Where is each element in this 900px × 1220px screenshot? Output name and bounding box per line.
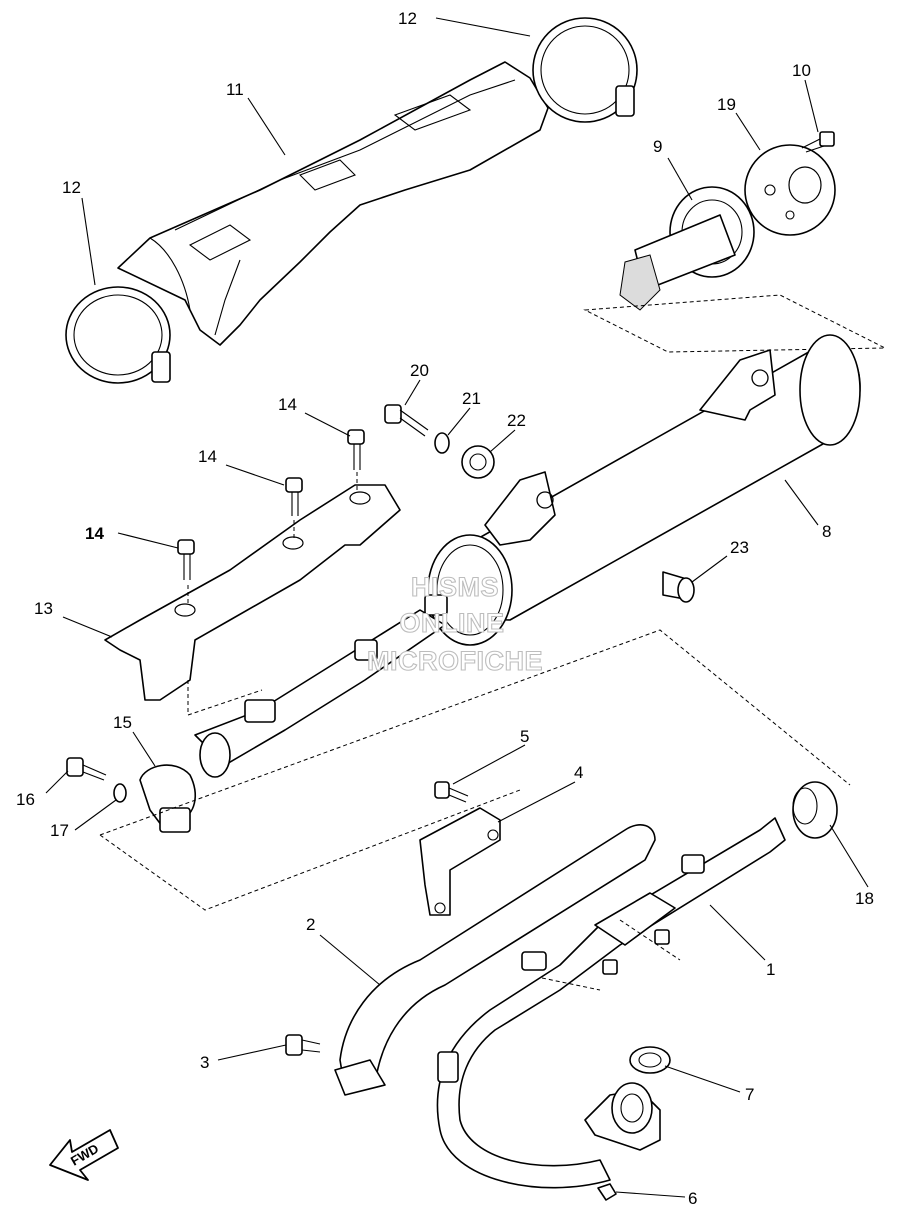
pipe-protector-part-2[interactable] xyxy=(334,824,656,1096)
bolt-part-14-a[interactable] xyxy=(177,539,195,580)
protector-part-13[interactable] xyxy=(104,484,401,701)
callout-20: 20 xyxy=(410,361,429,380)
bolt-part-14-b[interactable] xyxy=(285,477,303,516)
watermark-line-2: ONLINE xyxy=(399,608,504,638)
callout-17: 17 xyxy=(50,821,69,840)
callout-14-left: 14 xyxy=(85,524,104,543)
exhaust-pipe-part-1[interactable] xyxy=(436,817,786,1189)
fwd-arrow-icon: FWD xyxy=(49,1129,119,1181)
callout-1: 1 xyxy=(766,960,775,979)
callout-14-top: 14 xyxy=(278,395,297,414)
heat-guard-part-11[interactable] xyxy=(117,61,549,346)
watermark-line-3: MICROFICHE xyxy=(367,646,543,676)
callout-6: 6 xyxy=(688,1189,697,1208)
gasket-part-7[interactable] xyxy=(629,1046,671,1074)
callout-21: 21 xyxy=(462,389,481,408)
callout-11: 11 xyxy=(226,80,244,99)
callout-4: 4 xyxy=(574,763,583,782)
band-clamp-part-12-left[interactable] xyxy=(65,286,171,384)
assembly-dash-box-top xyxy=(583,294,886,353)
leader-lines xyxy=(45,17,869,1198)
clamp-part-15[interactable] xyxy=(139,764,196,833)
exhaust-flange[interactable] xyxy=(584,1082,661,1151)
joint-pipe[interactable] xyxy=(194,594,448,778)
bolt-part-20[interactable] xyxy=(384,404,429,437)
callout-8: 8 xyxy=(822,522,831,541)
bolt-part-5[interactable] xyxy=(434,781,469,803)
collar-part-23[interactable] xyxy=(662,571,695,603)
assembly-dash-box-middle xyxy=(99,629,851,911)
callout-23: 23 xyxy=(730,538,749,557)
callout-22: 22 xyxy=(507,411,526,430)
bolt-part-10[interactable] xyxy=(801,131,835,153)
watermark-line-1: HISMS xyxy=(411,572,499,602)
collar-part-18[interactable] xyxy=(792,781,838,839)
callout-7: 7 xyxy=(745,1085,754,1104)
bolt-part-16[interactable] xyxy=(66,757,107,781)
callout-12-left: 12 xyxy=(62,178,81,197)
callout-10: 10 xyxy=(792,61,811,80)
washer-part-17[interactable] xyxy=(113,783,127,803)
end-cap-part-19[interactable] xyxy=(744,144,836,236)
callout-3: 3 xyxy=(200,1053,209,1072)
tail-pipe-part-9[interactable] xyxy=(619,186,755,311)
callout-16: 16 xyxy=(16,790,35,809)
nut-part-6[interactable] xyxy=(597,1183,617,1201)
callout-2: 2 xyxy=(306,915,315,934)
bolt-part-14-c[interactable] xyxy=(347,429,365,470)
washer-part-21[interactable] xyxy=(434,432,450,454)
callout-12-top: 12 xyxy=(398,9,417,28)
callout-9: 9 xyxy=(653,137,662,156)
muffler-part-8[interactable] xyxy=(427,334,861,646)
grommet-part-22[interactable] xyxy=(461,445,495,479)
callout-labels: 1 2 3 4 5 6 7 8 9 10 11 12 12 13 14 14 1… xyxy=(16,9,874,1208)
band-clamp-part-12-right[interactable] xyxy=(532,17,638,123)
callout-18: 18 xyxy=(855,889,874,908)
bracket-part-4[interactable] xyxy=(419,807,501,916)
callout-5: 5 xyxy=(520,727,529,746)
watermark: HISMS ONLINE MICROFICHE xyxy=(366,571,543,676)
callout-13: 13 xyxy=(34,599,53,618)
bolt-part-3[interactable] xyxy=(285,1034,321,1056)
callout-19: 19 xyxy=(717,95,736,114)
callout-14-mid: 14 xyxy=(198,447,217,466)
callout-15: 15 xyxy=(113,713,132,732)
